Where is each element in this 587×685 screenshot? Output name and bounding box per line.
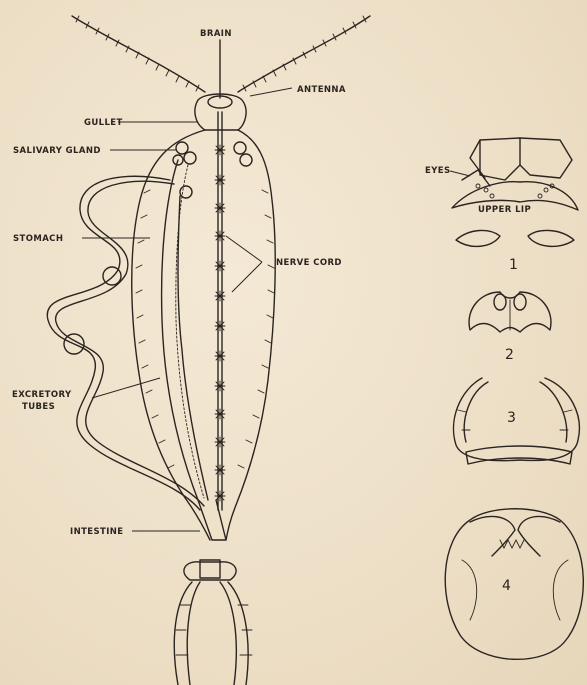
label-nerve-cord: NERVE CORD [276, 258, 342, 268]
label-eyes: EYES [425, 166, 451, 176]
figure-2: 2 [469, 292, 551, 363]
label-salivary-gland: SALIVARY GLAND [13, 146, 101, 156]
leader-lines [82, 88, 292, 531]
label-stomach: STOMACH [13, 234, 63, 244]
nerve-cord [218, 112, 222, 510]
label-brain: BRAIN [200, 29, 232, 39]
labels: BRAIN ANTENNA GULLET SALIVARY GLAND STOM… [12, 29, 346, 537]
label-intestine: INTESTINE [70, 527, 123, 537]
figure-number-3: 3 [507, 410, 516, 426]
figure-number-2: 2 [505, 347, 514, 363]
figure-number-4: 4 [502, 578, 511, 594]
tail [174, 560, 252, 685]
salivary-gland [173, 142, 252, 166]
figure-4: 4 [445, 509, 583, 660]
label-upper-lip: UPPER LIP [478, 205, 531, 215]
label-excretory-line2: TUBES [22, 402, 55, 412]
figure-1: EYES UPPER LIP 1 [425, 138, 578, 273]
label-gullet: GULLET [84, 118, 123, 128]
gut [162, 160, 226, 540]
antennae [72, 16, 370, 92]
label-antenna: ANTENNA [297, 85, 346, 95]
head [195, 40, 246, 130]
figure-number-1: 1 [509, 257, 518, 273]
label-excretory-line1: EXCRETORY [12, 390, 72, 400]
figure-3: 3 [454, 378, 580, 464]
ganglia [215, 145, 225, 501]
